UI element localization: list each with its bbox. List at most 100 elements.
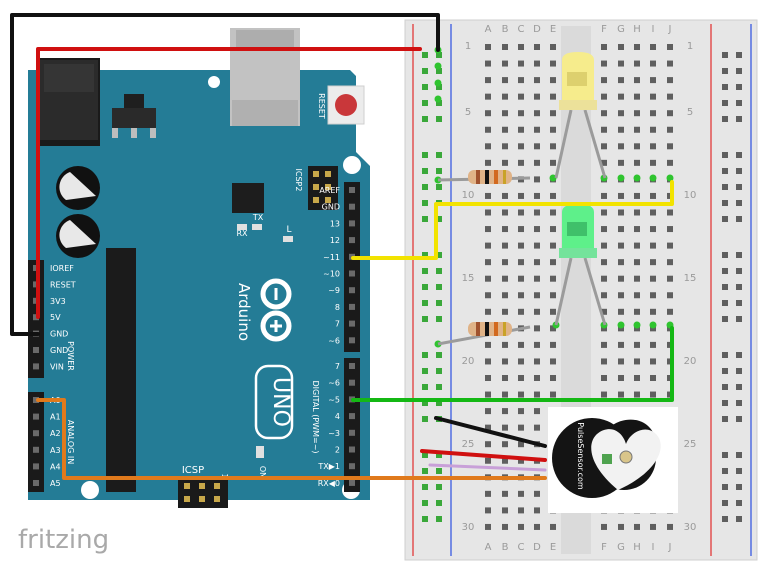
- rail-hole: [736, 152, 742, 158]
- bb-hole: [502, 143, 508, 150]
- pin-label: IOREF: [50, 264, 74, 273]
- icsp-header: ICSP 1: [178, 465, 229, 508]
- bb-hole: [518, 490, 524, 497]
- power-rail-right: [710, 24, 752, 556]
- bb-hole: [601, 192, 607, 199]
- rail-hole: [736, 368, 742, 374]
- bb-hole: [618, 77, 624, 84]
- rail-hole: [722, 216, 728, 222]
- bb-hole: [502, 159, 508, 166]
- rail-hole: [736, 100, 742, 106]
- bb-hole: [550, 341, 556, 348]
- header-pin: [184, 496, 190, 502]
- pin-label: A5: [50, 479, 61, 488]
- row-number: 25: [684, 439, 697, 450]
- pin-label: 2: [335, 446, 340, 455]
- bb-hole: [601, 523, 607, 530]
- bb-hole: [502, 408, 508, 415]
- bb-hole: [634, 391, 640, 398]
- bb-hole: [485, 457, 491, 464]
- row-number: 30: [462, 522, 475, 533]
- rail-hole: [436, 216, 442, 222]
- bb-hole: [518, 507, 524, 514]
- bb-hole: [650, 308, 656, 315]
- rail-hole: [436, 152, 442, 158]
- bb-hole: [518, 408, 524, 415]
- bb-hole: [518, 457, 524, 464]
- rail-hole: [436, 300, 442, 306]
- rail-hole: [736, 52, 742, 58]
- row-number: 5: [687, 107, 693, 118]
- bb-hole: [667, 242, 673, 249]
- bb-hole: [601, 60, 607, 67]
- row-number: 15: [462, 273, 475, 284]
- bb-hole: [650, 375, 656, 381]
- tx-label: TX: [252, 213, 264, 222]
- pin-label: ~11: [323, 253, 340, 262]
- bb-hole: [634, 192, 640, 199]
- rail-hole: [436, 168, 442, 174]
- bb-hole: [650, 93, 656, 100]
- bb-hole: [618, 391, 624, 398]
- row-number: 5: [465, 107, 471, 118]
- bb-hole: [618, 93, 624, 100]
- header-pin: [214, 496, 220, 502]
- usb-port: [230, 28, 300, 126]
- mounting-hole: [343, 156, 361, 174]
- rail-hole: [436, 184, 442, 190]
- yellow-led: [559, 52, 597, 110]
- arduino-logo: [260, 278, 292, 342]
- rail-hole: [736, 316, 742, 322]
- header-pin: [33, 446, 39, 453]
- bb-hole: [618, 60, 624, 67]
- col-letter: G: [617, 24, 625, 35]
- row-number: 25: [462, 439, 475, 450]
- bb-hole: [634, 275, 640, 282]
- pin-label: ~3: [328, 429, 340, 438]
- reset-button[interactable]: RESET: [317, 85, 365, 125]
- col-letter: I: [652, 24, 655, 35]
- bb-hole: [534, 209, 540, 216]
- bb-hole: [534, 375, 540, 381]
- bb-hole: [534, 44, 540, 50]
- bb-hole: [634, 159, 640, 166]
- bb-hole: [534, 308, 540, 315]
- header-pin: [33, 347, 39, 353]
- rail-hole: [422, 184, 428, 190]
- bb-hole: [550, 292, 556, 299]
- bb-hole: [634, 341, 640, 348]
- bb-hole: [534, 391, 540, 398]
- bb-hole: [667, 209, 673, 216]
- rail-hole: [422, 300, 428, 306]
- bb-hole: [518, 77, 524, 84]
- rail-hole: [736, 452, 742, 458]
- pin-label: 4: [335, 412, 340, 421]
- header-pin: [33, 463, 39, 470]
- sensor-element: [619, 450, 633, 464]
- col-letter: I: [652, 542, 655, 553]
- wire-green-pin5: [351, 326, 674, 402]
- bb-hole: [518, 143, 524, 150]
- bb-hole: [502, 292, 508, 299]
- bb-hole: [485, 358, 491, 365]
- pin-label: 7: [335, 320, 340, 329]
- bb-hole: [667, 110, 673, 117]
- pin-label: RESET: [50, 280, 76, 289]
- digital-section-label: DIGITAL (PWM=~): [311, 380, 320, 453]
- bb-hole: [634, 110, 640, 117]
- icsp2-header: ICSP2: [294, 166, 338, 210]
- rail-hole: [422, 252, 428, 258]
- bb-hole: [502, 523, 508, 530]
- rail-hole: [736, 200, 742, 206]
- rail-hole: [722, 468, 728, 474]
- bb-hole: [667, 143, 673, 150]
- rail-hole: [436, 500, 442, 506]
- bb-hole: [618, 159, 624, 166]
- rail-hole: [422, 384, 428, 390]
- bb-hole: [502, 341, 508, 348]
- bb-hole: [618, 209, 624, 216]
- bb-hole: [518, 209, 524, 216]
- bb-hole: [502, 93, 508, 100]
- header-pin: [199, 483, 205, 489]
- bb-hole: [618, 126, 624, 133]
